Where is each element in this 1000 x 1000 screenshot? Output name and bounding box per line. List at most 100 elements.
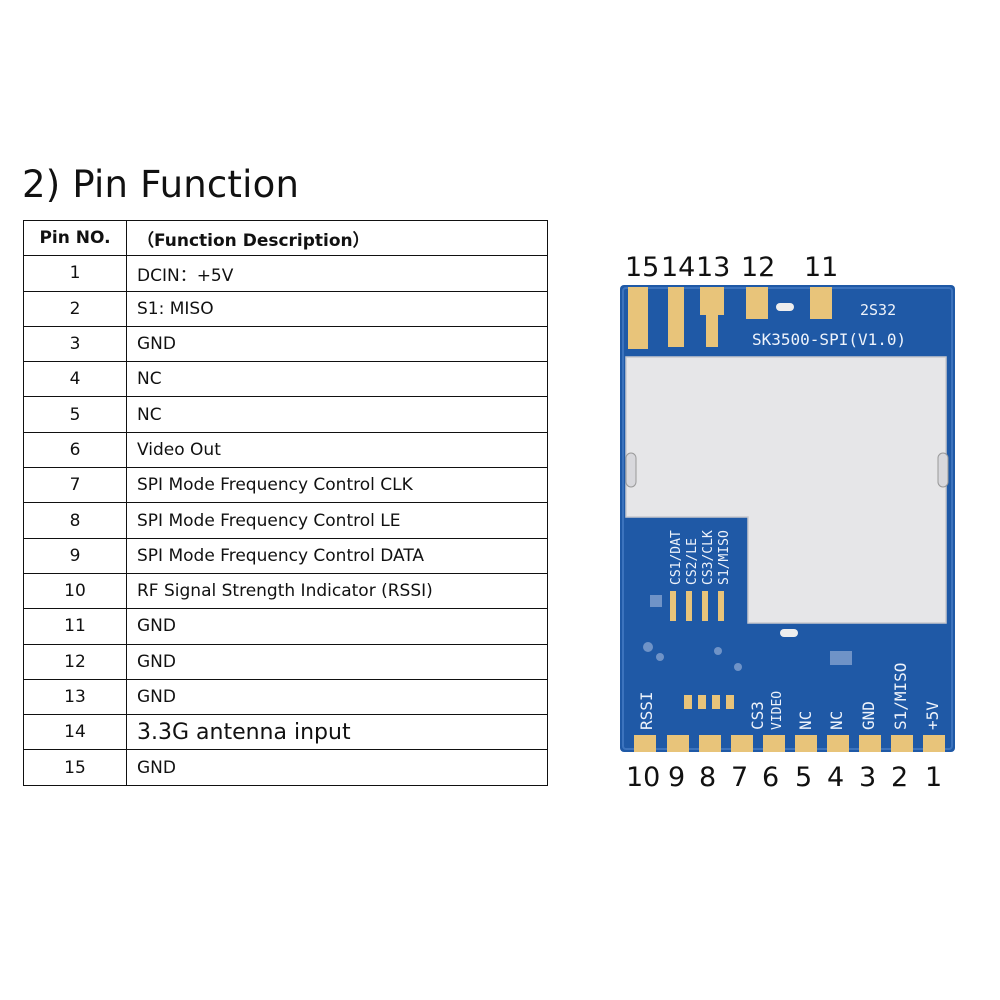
pin-number-cell: 7 bbox=[23, 467, 127, 504]
pin-number-cell: 15 bbox=[23, 749, 127, 786]
pin-number-cell: 12 bbox=[23, 643, 127, 680]
pin-description-cell: NC bbox=[126, 396, 548, 433]
shield-can bbox=[625, 356, 947, 624]
silk-gnd: GND bbox=[859, 701, 878, 730]
silk-video: VIDEO bbox=[770, 691, 785, 730]
pin-number-cell: 8 bbox=[23, 502, 127, 539]
silk-cs2-le: CS2/LE bbox=[685, 538, 700, 585]
header-pin-no: Pin NO. bbox=[23, 219, 127, 257]
pin-description-cell: SPI Mode Frequency Control CLK bbox=[126, 467, 548, 504]
pin-description-cell: GND bbox=[126, 325, 548, 363]
via bbox=[643, 642, 653, 652]
pin-description-cell: Video Out bbox=[126, 431, 548, 469]
silk-cs1-dat: CS1/DAT bbox=[669, 530, 684, 585]
bottom-pin-label: 2 bbox=[891, 762, 909, 793]
pin-number-cell: 2 bbox=[23, 290, 127, 327]
small-component bbox=[776, 303, 794, 311]
pin-number-cell: 14 bbox=[23, 714, 127, 751]
pin-description-cell: GND bbox=[126, 749, 548, 786]
pin-number-cell: 4 bbox=[23, 361, 127, 398]
bottom-pin-label: 8 bbox=[699, 762, 717, 793]
via bbox=[714, 647, 722, 655]
pin-description-cell: GND bbox=[126, 643, 548, 680]
pin-description-cell: DCIN：+5V bbox=[126, 255, 548, 292]
pin-number-cell: 11 bbox=[23, 608, 127, 645]
bottom-pin-label: 9 bbox=[668, 762, 686, 793]
pin-number-cell: 13 bbox=[23, 678, 127, 716]
pad-12 bbox=[746, 287, 768, 319]
pin-number-cell: 9 bbox=[23, 537, 127, 574]
page-title: 2) Pin Function bbox=[22, 163, 300, 206]
pad-9 bbox=[667, 735, 689, 752]
silk-cs3: CS3 bbox=[748, 701, 767, 730]
smd-pad bbox=[684, 695, 692, 709]
bottom-pin-label: 1 bbox=[925, 762, 943, 793]
pad-8 bbox=[699, 735, 721, 752]
module-board-image: 2S32 SK3500-SPI(V1.0) CS1/DAT CS2/LE CS3… bbox=[620, 285, 955, 752]
bottom-pin-label: 5 bbox=[795, 762, 813, 793]
header-function-description: （Function Description） bbox=[126, 219, 548, 257]
pin-description-cell: GND bbox=[126, 608, 548, 645]
silk-nc-4: NC bbox=[827, 711, 846, 730]
pin-description-cell: 3.3G antenna input bbox=[126, 714, 548, 751]
via bbox=[734, 663, 742, 671]
pad-15 bbox=[628, 287, 648, 349]
pad-4 bbox=[827, 735, 849, 752]
pin-description-cell: GND bbox=[126, 678, 548, 716]
pin-description-cell: SPI Mode Frequency Control LE bbox=[126, 502, 548, 539]
pad-14 bbox=[668, 287, 684, 347]
pad-1 bbox=[923, 735, 945, 752]
pin-description-cell: SPI Mode Frequency Control DATA bbox=[126, 537, 548, 574]
pad-3 bbox=[859, 735, 881, 752]
pad-5 bbox=[795, 735, 817, 752]
pad-10 bbox=[634, 735, 656, 752]
pin-number-cell: 5 bbox=[23, 396, 127, 433]
pin-number-cell: 3 bbox=[23, 325, 127, 363]
test-pad bbox=[686, 591, 692, 621]
small-component bbox=[780, 629, 798, 637]
via bbox=[656, 653, 664, 661]
pad-13-tail bbox=[706, 313, 718, 347]
pad-13 bbox=[700, 287, 724, 315]
pad-2 bbox=[891, 735, 913, 752]
pad-6 bbox=[763, 735, 785, 752]
pin-number-cell: 10 bbox=[23, 572, 127, 610]
via-pad bbox=[650, 595, 662, 607]
pad-11 bbox=[810, 287, 832, 319]
bottom-pin-label: 6 bbox=[762, 762, 780, 793]
test-pad bbox=[718, 591, 724, 621]
pin-description-cell: RF Signal Strength Indicator (RSSI) bbox=[126, 572, 548, 610]
shield-tab-left bbox=[625, 452, 637, 488]
silk-s1-miso-bottom: S1/MISO bbox=[891, 663, 910, 730]
silk-rssi: RSSI bbox=[637, 691, 656, 730]
bottom-pin-label: 10 bbox=[626, 762, 661, 793]
silk-nc-5: NC bbox=[796, 711, 815, 730]
top-pin-label: 11 bbox=[804, 252, 839, 283]
board-model: SK3500-SPI(V1.0) bbox=[752, 330, 906, 349]
top-pin-label: 12 bbox=[741, 252, 776, 283]
silk-s1-miso: S1/MISO bbox=[717, 530, 732, 585]
top-pin-label: 13 bbox=[696, 252, 731, 283]
smd-pad bbox=[698, 695, 706, 709]
pin-description-cell: NC bbox=[126, 361, 548, 398]
pin-description-cell: S1: MISO bbox=[126, 290, 548, 327]
board-code: 2S32 bbox=[860, 301, 896, 319]
pin-number-cell: 1 bbox=[23, 255, 127, 292]
pin-number-cell: 6 bbox=[23, 431, 127, 469]
smd-pad bbox=[712, 695, 720, 709]
bottom-pin-label: 4 bbox=[827, 762, 845, 793]
